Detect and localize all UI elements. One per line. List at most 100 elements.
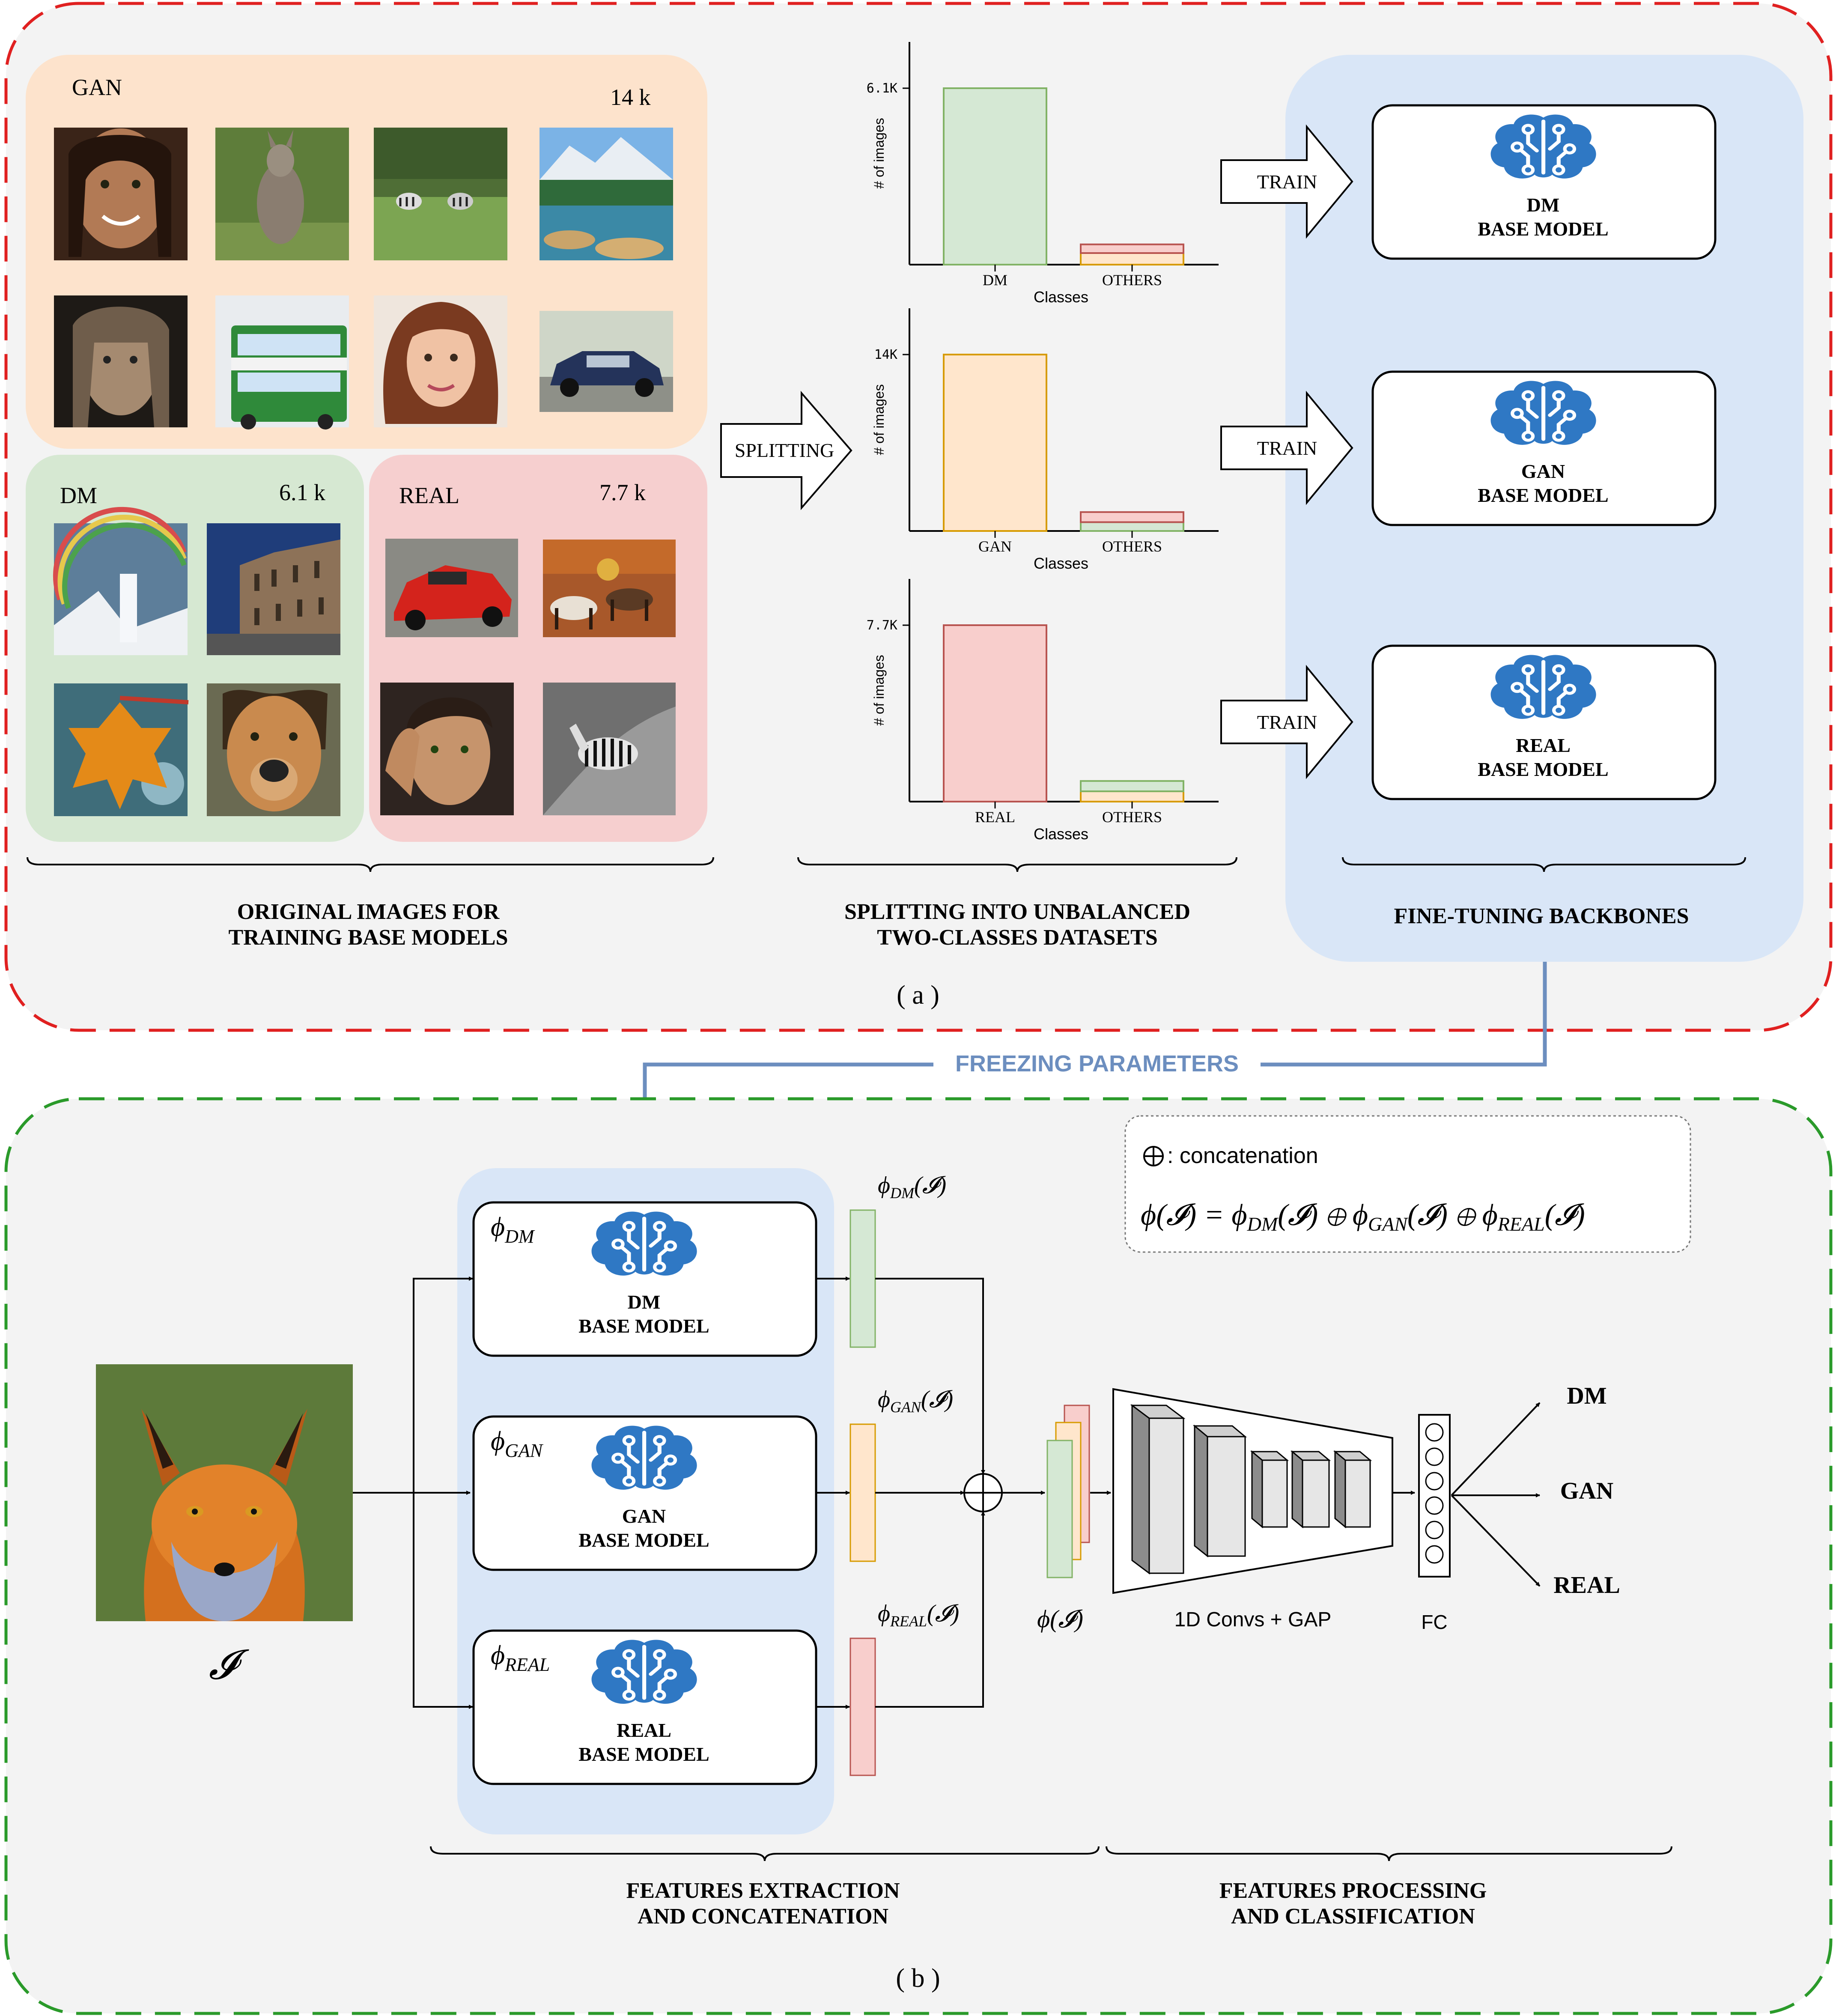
base-model-name: REAL [617, 1719, 671, 1741]
base-model-caption: BASE MODEL [1478, 484, 1608, 506]
gan-group-label: GAN [72, 75, 122, 100]
bar-others-red [1080, 243, 1184, 254]
output-real: REAL [1553, 1572, 1620, 1598]
x-axis-label: Classes [1034, 825, 1088, 843]
thumb-red-sports-car [385, 539, 518, 637]
x-axis-label: Classes [1034, 555, 1088, 572]
section-original-line1: ORIGINAL IMAGES FOR [237, 900, 500, 924]
panel-b-caption: ( b ) [896, 1964, 940, 1993]
base-model-caption: BASE MODEL [1478, 218, 1608, 240]
x-tick-label: DM [983, 271, 1007, 289]
train-label: TRAIN [1257, 437, 1317, 459]
input-fox-image [96, 1364, 353, 1621]
base-model-box [1371, 644, 1717, 800]
freezing-connector: FREEZING PARAMETERS [636, 962, 1547, 1170]
x-tick-label: GAN [978, 538, 1012, 555]
x-tick-label: OTHERS [1102, 538, 1162, 555]
thumb-green-bus [215, 295, 349, 429]
base-model-box [1371, 370, 1717, 526]
to-concat-line [875, 1511, 985, 1708]
bar-dm [943, 87, 1047, 265]
thumb-young-man [380, 683, 514, 815]
base-model-name: GAN [1521, 460, 1565, 482]
y-axis-label: # of images [871, 655, 887, 725]
splitting-arrow: SPLITTING [720, 391, 852, 510]
base-model-caption: BASE MODEL [578, 1529, 709, 1551]
thumb-dog-face [207, 683, 340, 816]
output-dm: DM [1567, 1383, 1606, 1409]
gan-image-group [26, 55, 707, 449]
brace-original [27, 857, 714, 872]
feature-label: ϕREAL(𝓘) [878, 1600, 959, 1630]
thumb-horses-painting [543, 540, 676, 637]
base-model-caption: BASE MODEL [578, 1315, 709, 1337]
bar-gan [943, 354, 1047, 532]
convs-label: 1D Convs + GAP [1174, 1608, 1332, 1631]
base-model-name: REAL [1516, 734, 1571, 756]
real-thumbnails [380, 539, 676, 815]
brace-processing [1106, 1846, 1672, 1861]
section-extraction-line1: FEATURES EXTRACTION [626, 1879, 900, 1903]
fc-label: FC [1421, 1611, 1447, 1633]
y-tick-label: 7.7K [867, 618, 897, 633]
train-arrow [1220, 391, 1353, 505]
section-original-line2: TRAINING BASE MODELS [228, 925, 508, 950]
classification-head: ϕ(𝓘) 1D Convs + GAP [353, 1276, 1620, 1709]
fc-neurons [1425, 1423, 1444, 1564]
x-axis-label: Classes [1034, 288, 1088, 306]
concat-formula: ϕ(𝓘) = ϕDM(𝓘) ⊕ ϕGAN(𝓘) ⊕ ϕREAL(𝓘) [1141, 1199, 1585, 1235]
base-model-box [1371, 104, 1717, 260]
train-label: TRAIN [1257, 711, 1317, 733]
output-gan: GAN [1560, 1478, 1613, 1504]
base-model-name: DM [628, 1291, 661, 1313]
y-tick-label: 6.1K [867, 81, 897, 96]
train-arrow [1220, 665, 1353, 779]
thumb-woman-face [54, 128, 188, 260]
y-tick-label: 14K [874, 347, 897, 362]
bar-others-green [1080, 780, 1184, 792]
train-label: TRAIN [1257, 171, 1317, 193]
bar-others-red [1080, 511, 1184, 523]
y-axis-label: # of images [871, 384, 887, 455]
brace-finetuning [1342, 857, 1746, 872]
thumb-mountain-lake [539, 128, 673, 260]
concat-feature-label: ϕ(𝓘) [1037, 1605, 1083, 1633]
section-braces-b [430, 1846, 1672, 1861]
thumb-kangaroo [215, 128, 349, 260]
section-processing-line1: FEATURES PROCESSING [1219, 1879, 1487, 1903]
base-model-caption: BASE MODEL [578, 1743, 709, 1765]
dm-group-label: DM [60, 483, 97, 508]
feature-vector [849, 1637, 876, 1776]
dm-group-count: 6.1 k [279, 480, 325, 505]
y-axis-label: # of images [871, 118, 887, 188]
splitting-label: SPLITTING [735, 439, 835, 461]
panel-a-caption: ( a ) [897, 981, 939, 1010]
brace-extraction [430, 1846, 1100, 1861]
concat-feature-stack [1046, 1405, 1090, 1578]
gan-thumbnails [54, 128, 673, 429]
concat-legend: : concatenation ϕ(𝓘) = ϕDM(𝓘) ⊕ ϕGAN(𝓘) … [1124, 1115, 1691, 1253]
section-finetuning: FINE-TUNING BACKBONES [1394, 904, 1689, 928]
concat-legend-text: : concatenation [1167, 1143, 1318, 1168]
thumb-european-street [207, 523, 340, 655]
real-group-label: REAL [399, 483, 459, 508]
thumb-blue-car [539, 311, 673, 412]
x-tick-label: OTHERS [1102, 808, 1162, 826]
fc-layer [1418, 1414, 1451, 1578]
freezing-label: FREEZING PARAMETERS [955, 1051, 1239, 1077]
gan-group-count: 14 k [610, 84, 651, 110]
thumb-rainbow-waterfall [53, 507, 188, 655]
bar-others-orange [1080, 252, 1184, 265]
to-concat-line [875, 1278, 985, 1474]
section-extraction-line2: AND CONCATENATION [638, 1904, 888, 1929]
thumb-rocker-face [54, 295, 188, 427]
